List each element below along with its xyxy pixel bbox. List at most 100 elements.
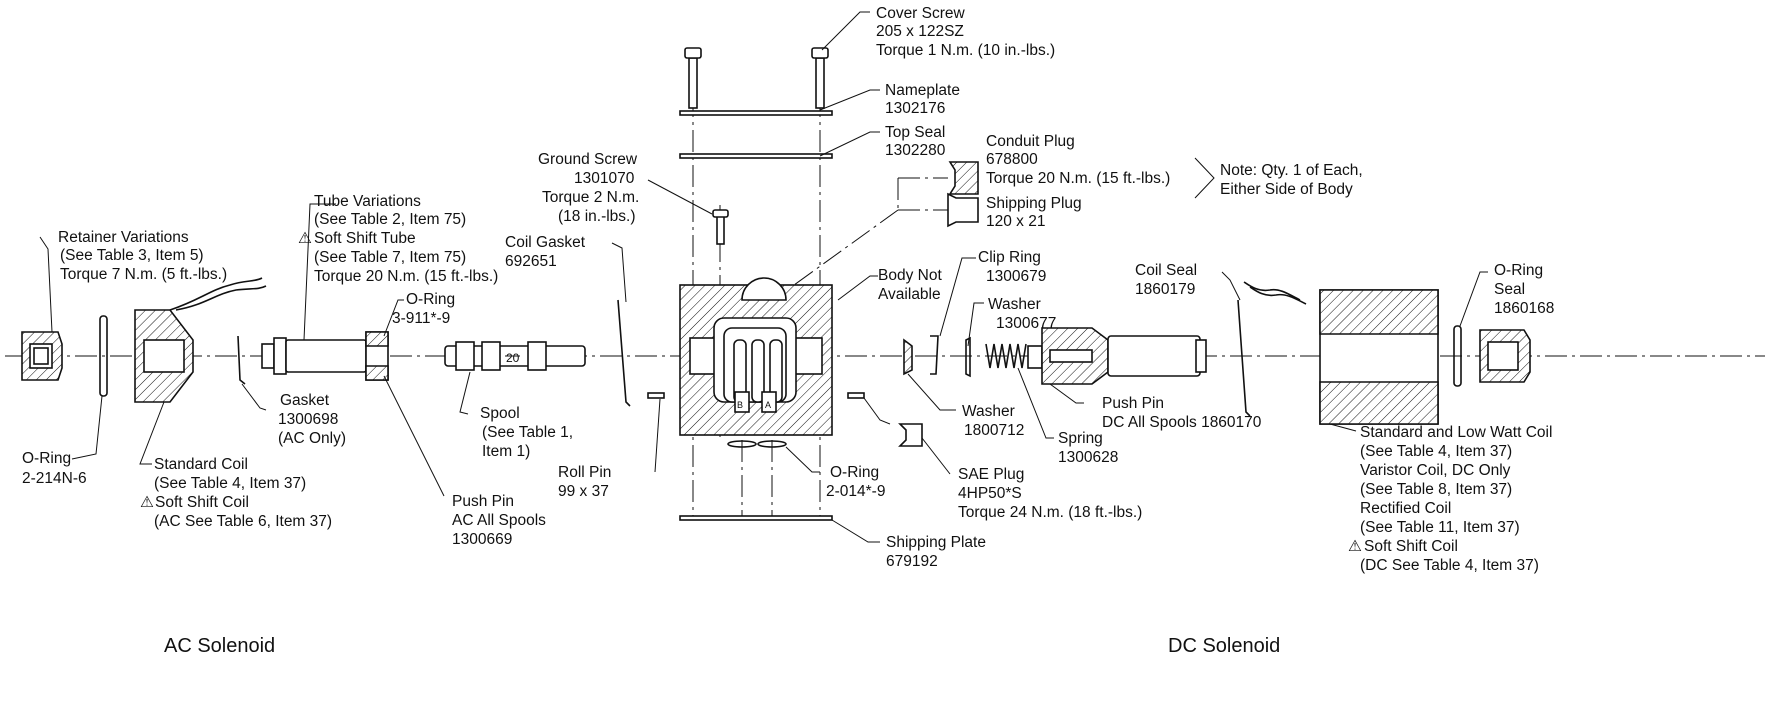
label-push-pin-dc: Push Pin DC All Spools 1860170 [1102, 395, 1262, 431]
label-oring-bottom: O-Ring 2-014*-9 [826, 464, 885, 500]
valve-body: B A [679, 277, 833, 436]
svg-text:Rectified Coil: Rectified Coil [1360, 500, 1451, 517]
svg-text:Soft Shift Tube: Soft Shift Tube [314, 230, 416, 247]
svg-text:Spring: Spring [1058, 430, 1103, 447]
label-shipping-plug: Shipping Plug 120 x 21 [986, 195, 1082, 230]
svg-text:(See Table 2, Item 75): (See Table 2, Item 75) [314, 211, 466, 228]
label-nameplate: Nameplate 1302176 [885, 82, 960, 117]
conduit-plug-part [948, 161, 979, 195]
nameplate-part [679, 110, 833, 116]
port-mark-a: A [765, 400, 771, 410]
shipping-plug-part [947, 192, 979, 228]
svg-text:Available: Available [878, 286, 941, 303]
svg-text:1300669: 1300669 [452, 531, 512, 548]
svg-text:1300679: 1300679 [986, 268, 1046, 285]
svg-text:Conduit Plug: Conduit Plug [986, 133, 1075, 150]
svg-text:(AC See Table 6, Item 37): (AC See Table 6, Item 37) [154, 513, 332, 530]
spool-marking: 20 [506, 351, 520, 365]
label-spring: Spring 1300628 [1058, 430, 1118, 466]
ac-solenoid-title: AC Solenoid [164, 635, 275, 657]
leader-lines [39, 11, 1488, 543]
label-coil-gasket: Coil Gasket 692651 [505, 234, 586, 270]
roll-pins [647, 392, 865, 399]
label-note: Note: Qty. 1 of Each, Either Side of Bod… [1220, 162, 1363, 198]
svg-text:1300698: 1300698 [278, 411, 338, 428]
dc-solenoid-title: DC Solenoid [1168, 635, 1280, 657]
svg-text:Torque 24 N.m. (18 ft.-lbs.): Torque 24 N.m. (18 ft.-lbs.) [958, 504, 1142, 521]
svg-text:Spool: Spool [480, 405, 520, 422]
svg-text:(See Table 4, Item 37): (See Table 4, Item 37) [1360, 443, 1512, 460]
svg-text:3-911*-9: 3-911*-9 [392, 310, 450, 327]
washer-bottom-part [903, 338, 913, 376]
label-gasket: Gasket 1300698 (AC Only) [278, 392, 346, 447]
port-mark-b: B [737, 400, 743, 410]
svg-text:Torque 20 N.m. (15 ft.-lbs.): Torque 20 N.m. (15 ft.-lbs.) [314, 268, 498, 285]
ground-screw-part [712, 209, 729, 245]
oring-bottom-part [727, 440, 787, 448]
svg-text:O-Ring: O-Ring [22, 450, 71, 467]
svg-text:Push Pin: Push Pin [1102, 395, 1164, 412]
svg-text:DC All Spools 1860170: DC All Spools 1860170 [1102, 414, 1262, 431]
label-dc-coil: Standard and Low Watt Coil (See Table 4,… [1348, 424, 1552, 574]
label-top-seal: Top Seal 1302280 [885, 124, 946, 159]
svg-text:1302280: 1302280 [885, 142, 946, 159]
svg-text:Item 1): Item 1) [482, 443, 530, 460]
coil-gasket-part [617, 299, 631, 407]
oring-left-part [99, 315, 108, 397]
svg-text:Torque 2 N.m.: Torque 2 N.m. [542, 189, 639, 206]
label-push-pin-ac: Push Pin AC All Spools 1300669 [452, 493, 546, 548]
svg-text:Torque 7 N.m. (5 ft.-lbs.): Torque 7 N.m. (5 ft.-lbs.) [60, 266, 227, 283]
warning-icon: ⚠ [298, 230, 312, 247]
svg-text:678800: 678800 [986, 151, 1038, 168]
svg-text:692651: 692651 [505, 253, 557, 270]
label-spool: Spool (See Table 1, Item 1) [480, 405, 573, 460]
label-conduit-plug: Conduit Plug 678800 Torque 20 N.m. (15 f… [986, 133, 1170, 187]
svg-text:(See Table 11, Item 37): (See Table 11, Item 37) [1360, 519, 1520, 536]
svg-text:Seal: Seal [1494, 281, 1525, 298]
svg-text:Washer: Washer [988, 296, 1041, 313]
svg-text:Nameplate: Nameplate [885, 82, 960, 99]
svg-text:(See Table 8, Item 37): (See Table 8, Item 37) [1360, 481, 1512, 498]
retainer-part [21, 331, 63, 381]
label-coil-seal: Coil Seal 1860179 [1135, 262, 1197, 298]
sae-plug-part [898, 423, 923, 447]
label-cover-screw: Cover Screw 205 x 122SZ Torque 1 N.m. (1… [876, 5, 1055, 59]
svg-text:Tube Variations: Tube Variations [314, 193, 421, 210]
dc-coil-part [1243, 281, 1439, 425]
svg-text:Shipping Plate: Shipping Plate [886, 534, 986, 551]
label-roll-pin: Roll Pin 99 x 37 [558, 464, 611, 500]
label-tube: Tube Variations (See Table 2, Item 75) ⚠… [298, 193, 498, 285]
svg-text:1300628: 1300628 [1058, 449, 1118, 466]
label-clip-ring: Clip Ring 1300679 [978, 249, 1046, 285]
dc-tube-part [1027, 327, 1207, 385]
oring-seal-part [1453, 325, 1462, 387]
label-washer-top: Washer 1300677 [988, 296, 1056, 332]
svg-text:O-Ring: O-Ring [406, 291, 455, 308]
label-sae-plug: SAE Plug 4HP50*S Torque 24 N.m. (18 ft.-… [958, 466, 1142, 521]
spool-part: 20 [444, 341, 586, 371]
label-washer-bottom: Washer 1800712 [962, 403, 1024, 439]
coil-seal-part [1237, 299, 1251, 417]
label-oring-tube: O-Ring 3-911*-9 [392, 291, 455, 327]
svg-text:Roll Pin: Roll Pin [558, 464, 611, 481]
label-oring-left: O-Ring 2-214N-6 [22, 450, 87, 487]
svg-text:(DC See Table 4, Item 37): (DC See Table 4, Item 37) [1360, 557, 1539, 574]
standard-coil-part [134, 277, 267, 403]
svg-text:Standard and Low Watt Coil: Standard and Low Watt Coil [1360, 424, 1552, 441]
svg-text:Washer: Washer [962, 403, 1015, 420]
spring-part [985, 343, 1027, 369]
svg-text:1302176: 1302176 [885, 100, 945, 117]
svg-text:Clip Ring: Clip Ring [978, 249, 1041, 266]
svg-text:1860179: 1860179 [1135, 281, 1195, 298]
label-standard-coil: Standard Coil (See Table 4, Item 37) ⚠ S… [140, 456, 332, 530]
tube-part [261, 331, 389, 381]
svg-text:O-Ring: O-Ring [830, 464, 879, 481]
svg-text:(See Table 4, Item 37): (See Table 4, Item 37) [154, 475, 306, 492]
svg-text:1800712: 1800712 [964, 422, 1024, 439]
svg-text:O-Ring: O-Ring [1494, 262, 1543, 279]
svg-text:Retainer Variations: Retainer Variations [58, 229, 189, 246]
svg-text:4HP50*S: 4HP50*S [958, 485, 1022, 502]
warning-icon: ⚠ [1348, 538, 1362, 555]
svg-text:Either Side of Body: Either Side of Body [1220, 181, 1353, 198]
svg-text:205 x 122SZ: 205 x 122SZ [876, 23, 964, 40]
